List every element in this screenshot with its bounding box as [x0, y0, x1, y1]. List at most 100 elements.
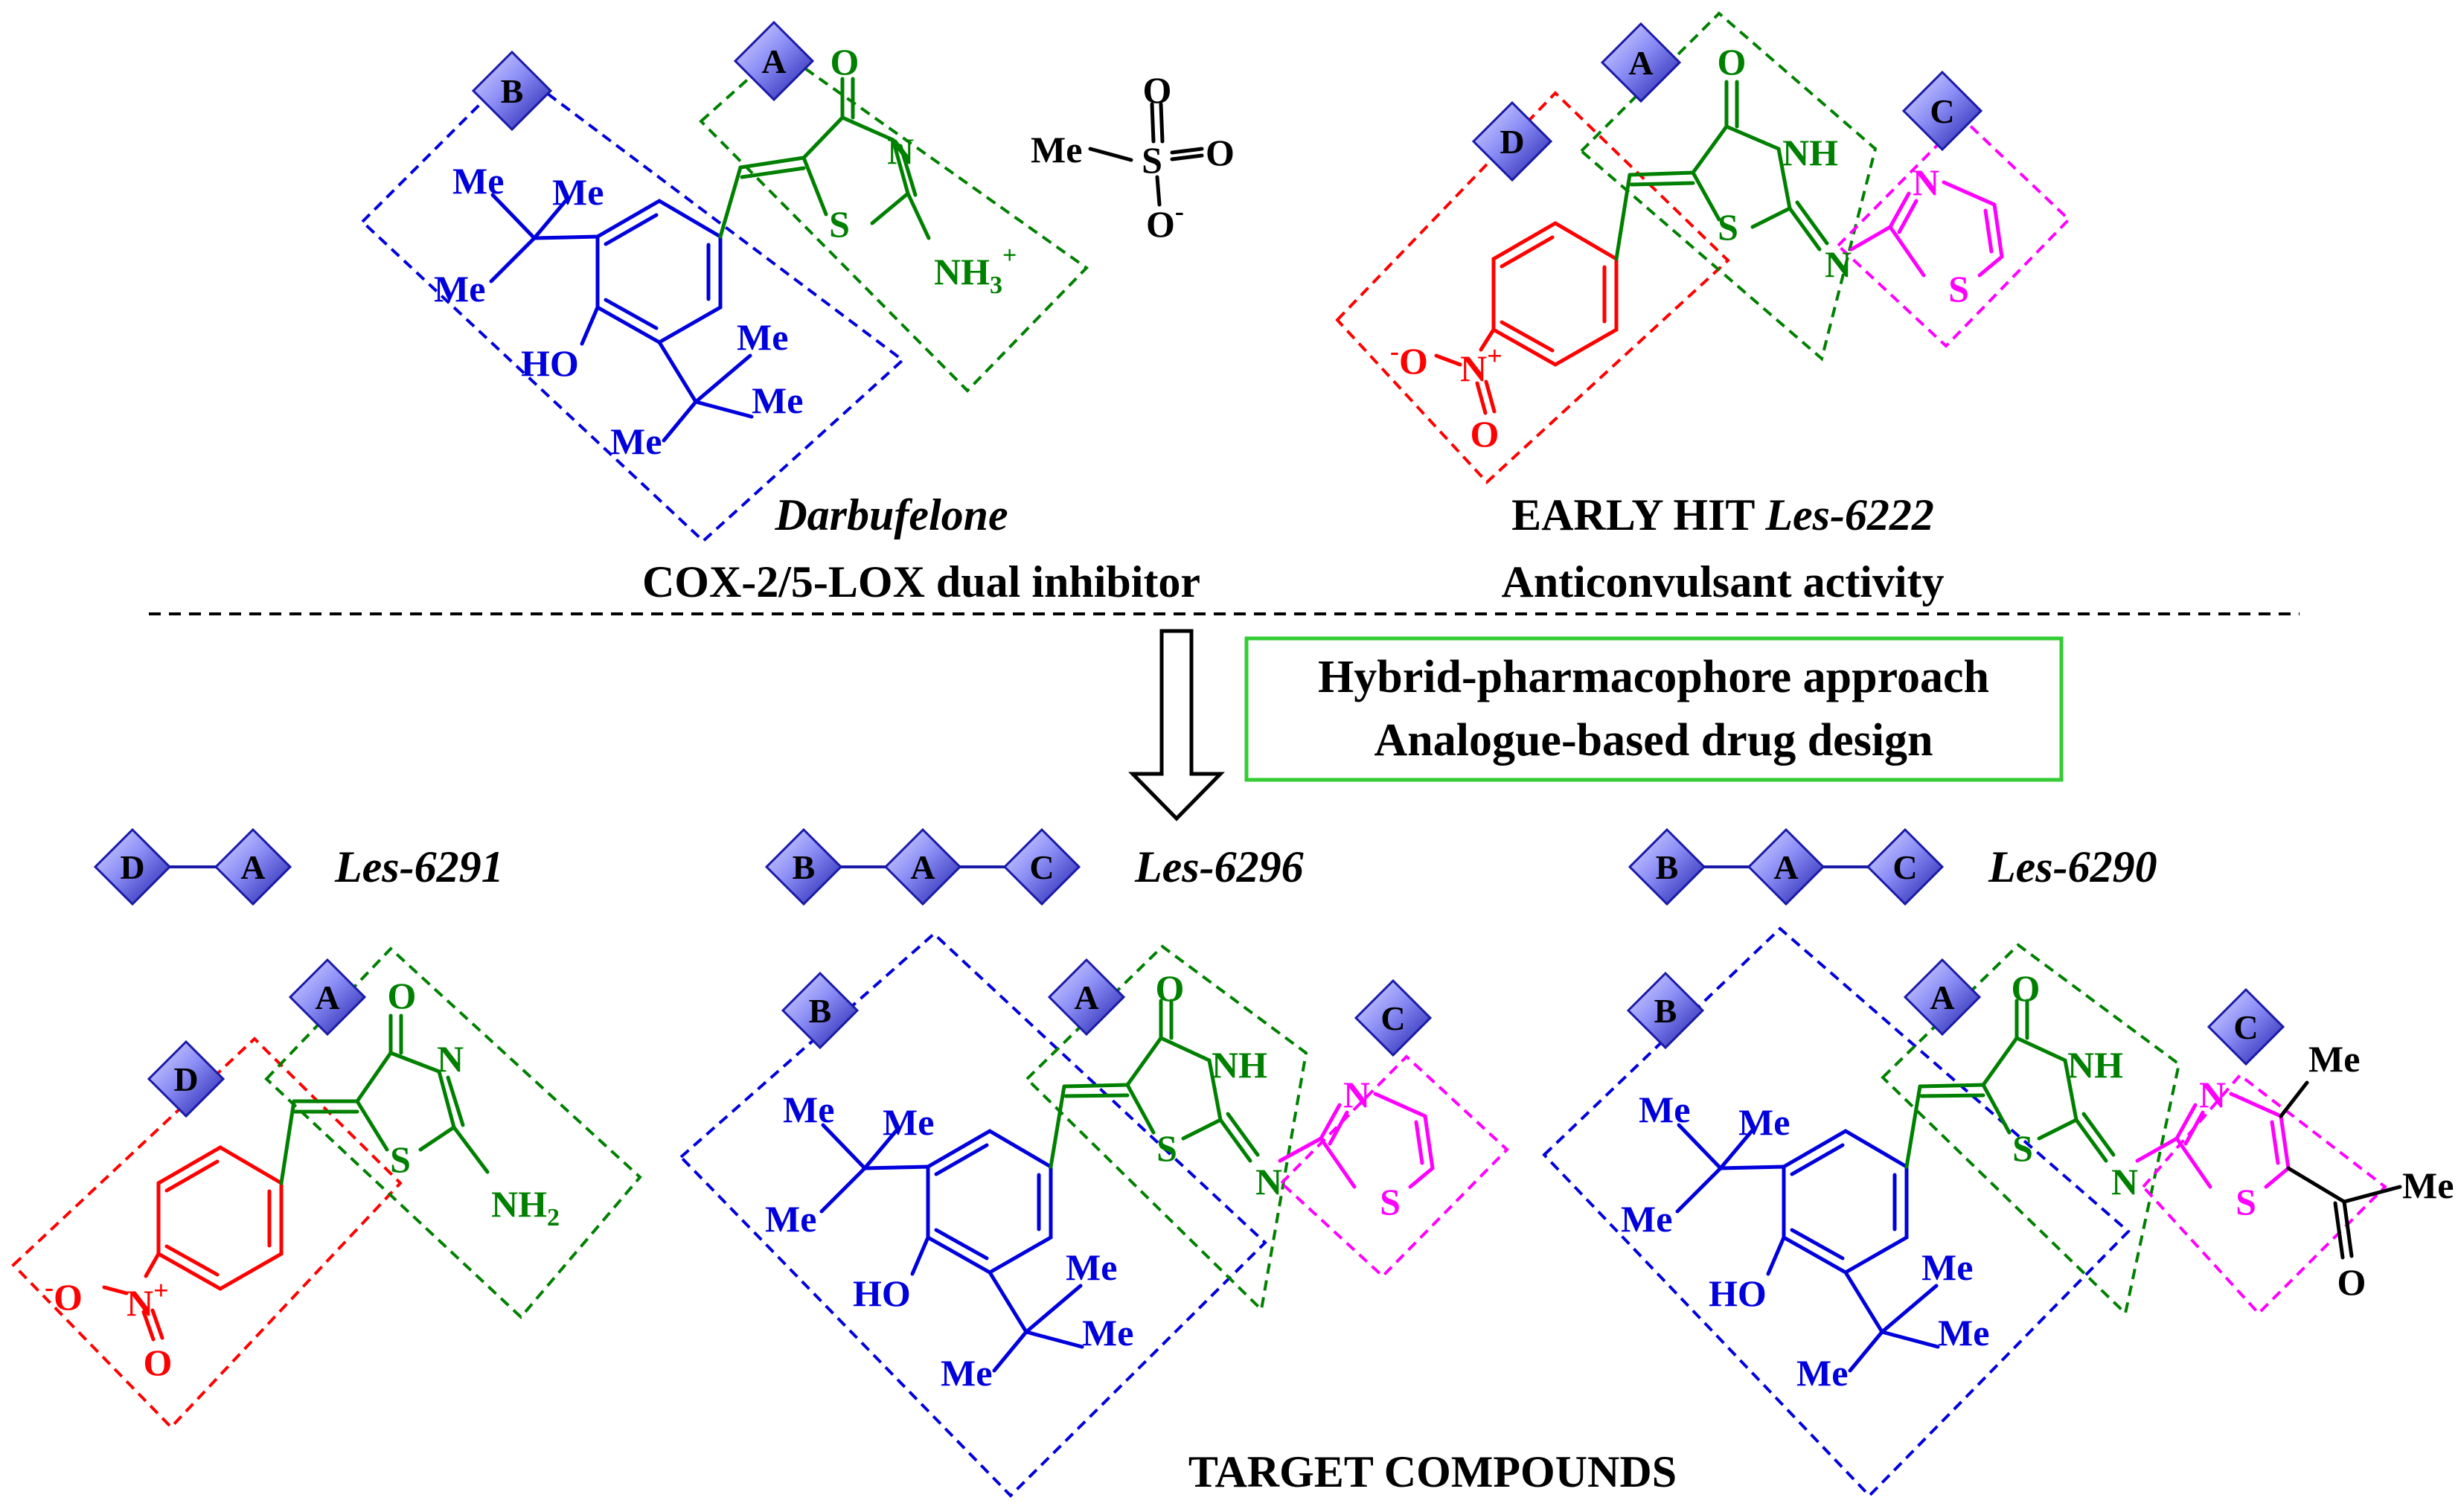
les-6296-diamond-b: B	[781, 971, 860, 1050]
les-6222-box-d	[1335, 91, 1730, 484]
svg-text:D: D	[1500, 123, 1524, 161]
target-compounds-heading: TARGET COMPOUNDS	[1188, 1447, 1677, 1496]
les-6290-box-b	[1542, 926, 2131, 1498]
les-6222-diamond-d: D	[1471, 100, 1553, 182]
mesylate-s: S	[1142, 139, 1162, 181]
design-arrow-icon	[1128, 629, 1225, 821]
svg-text:D: D	[173, 1060, 198, 1098]
mesylate-o-minus: O-	[1146, 196, 1184, 245]
mesylate-o-right: O	[1206, 132, 1235, 173]
darbufelone-me-6: Me	[610, 420, 662, 462]
darbufelone-box-b	[360, 67, 906, 543]
target-les-6291: D A Les-6291	[11, 827, 642, 1429]
darbufelone-me-5: Me	[752, 379, 803, 421]
les-6290-diamond-b: B	[1626, 971, 1705, 1050]
svg-text:B: B	[809, 992, 832, 1030]
les-6296-thiazole-n: N	[1343, 1074, 1370, 1115]
les-6290-me-3: Me	[1621, 1198, 1672, 1240]
svg-text:C: C	[1029, 848, 1054, 886]
darbufelone-nh3: NH3+	[934, 242, 1017, 299]
les-6291-nitro-o-minus: -O	[45, 1272, 83, 1318]
svg-text:A: A	[1074, 978, 1098, 1016]
les-6291-diamond-a: A	[288, 958, 367, 1037]
les-6290-ring-s: S	[2012, 1127, 2033, 1169]
les-6222-structure: O NH S N N S -O N+ O A D C EARLY HIT Les…	[1335, 11, 2071, 606]
approach-line-2: Analogue-based drug design	[1374, 715, 1933, 766]
svg-text:B: B	[793, 848, 816, 886]
les-6296-imine-n: N	[1255, 1161, 1282, 1202]
svg-text:A: A	[1628, 44, 1653, 82]
svg-text:A: A	[1773, 848, 1798, 886]
svg-text:A: A	[240, 848, 265, 886]
svg-text:C: C	[1892, 848, 1917, 886]
svg-text:C: C	[1380, 999, 1405, 1037]
les-6296-nh: NH	[1212, 1044, 1267, 1086]
les-6290-diamond-c: C	[2206, 987, 2285, 1066]
les-6222-nitro-o: O	[1470, 413, 1500, 455]
les-6291-diamond-d: D	[147, 1040, 225, 1118]
les-6290-ho: HO	[1709, 1272, 1767, 1314]
les-6290-box-c	[2141, 1073, 2388, 1316]
svg-text:C: C	[2233, 1008, 2258, 1046]
approach-box	[1244, 636, 2064, 782]
les-6291-name: Les-6291	[334, 842, 504, 891]
les-6222-diamond-c: C	[1901, 70, 1983, 152]
darbufelone-activity: COX-2/5-LOX dual inhibitor	[642, 557, 1200, 606]
early-hit-activity: Anticonvulsant activity	[1501, 557, 1944, 606]
svg-text:D: D	[120, 848, 144, 886]
svg-text:B: B	[1656, 848, 1679, 886]
mesylate-me: Me	[1031, 129, 1082, 170]
les-6291-ring-n: N	[437, 1038, 464, 1080]
les-6291-box-d	[11, 1037, 403, 1429]
les-6290-name: Les-6290	[1988, 842, 2157, 891]
les-6296-thiazole-s: S	[1380, 1181, 1401, 1223]
les-6296-fragment-row: B A C	[764, 827, 1081, 906]
les-6296-oxo: O	[1156, 967, 1185, 1009]
les-6290-me-5: Me	[1938, 1312, 1989, 1354]
les-6291-nitro-n: N+	[127, 1275, 169, 1324]
early-hit-title: EARLY HIT Les-6222	[1511, 490, 1934, 539]
les-6296-ring-s: S	[1156, 1127, 1177, 1169]
les-6222-nh: NH	[1782, 132, 1838, 173]
les-6291-nh2: NH2	[491, 1183, 560, 1231]
les-6291-nitro-o: O	[144, 1342, 173, 1383]
les-6296-ho: HO	[853, 1272, 911, 1314]
les-6296-diamond-a: A	[1047, 958, 1126, 1037]
darbufelone-oxo: O	[831, 41, 860, 83]
les-6222-thiazole-s: S	[1948, 268, 1969, 310]
les-6290-thiazole-me: Me	[2308, 1038, 2360, 1080]
les-6291-oxo: O	[388, 975, 417, 1016]
les-6222-nitro-o-minus: -O	[1390, 336, 1428, 382]
les-6290-thiazole-s: S	[2236, 1181, 2256, 1223]
les-6290-oxo: O	[2012, 967, 2041, 1009]
les-6222-box-c	[1836, 117, 2071, 348]
les-6290-me-1: Me	[1639, 1089, 1690, 1130]
les-6222-thiazole-n: N	[1913, 161, 1939, 203]
les-6296-me-1: Me	[783, 1089, 834, 1130]
darbufelone-me-2: Me	[552, 171, 604, 213]
svg-text:C: C	[1930, 92, 1954, 130]
darbufelone-diamond-b: B	[471, 50, 553, 132]
svg-text:A: A	[315, 978, 339, 1016]
les-6290-me-4: Me	[1921, 1246, 1973, 1288]
les-6290-thiazole-n: N	[2199, 1074, 2226, 1115]
svg-text:B: B	[1654, 992, 1677, 1030]
target-les-6290: B A C Les-6290	[1542, 827, 2454, 1498]
les-6296-me-6: Me	[941, 1352, 992, 1394]
les-6296-me-4: Me	[1066, 1246, 1117, 1288]
mesylate-o-top: O	[1143, 69, 1172, 111]
les-6222-ring-s: S	[1718, 206, 1738, 248]
les-6290-imine-n: N	[2111, 1161, 2138, 1202]
les-6222-imine-n: N	[1825, 243, 1852, 285]
les-6296-me-3: Me	[765, 1198, 816, 1240]
darbufelone-ring-n: N	[887, 130, 914, 172]
les-6296-name: Les-6296	[1134, 842, 1304, 891]
les-6290-me-6: Me	[1796, 1352, 1848, 1394]
darbufelone-me-4: Me	[737, 316, 788, 358]
les-6222-diamond-a: A	[1600, 22, 1682, 103]
darbufelone-diamond-a: A	[733, 20, 815, 102]
les-6296-diamond-c: C	[1354, 978, 1433, 1057]
darbufelone-me-3: Me	[434, 268, 485, 310]
les-6222-nitro-n: N+	[1460, 341, 1502, 389]
